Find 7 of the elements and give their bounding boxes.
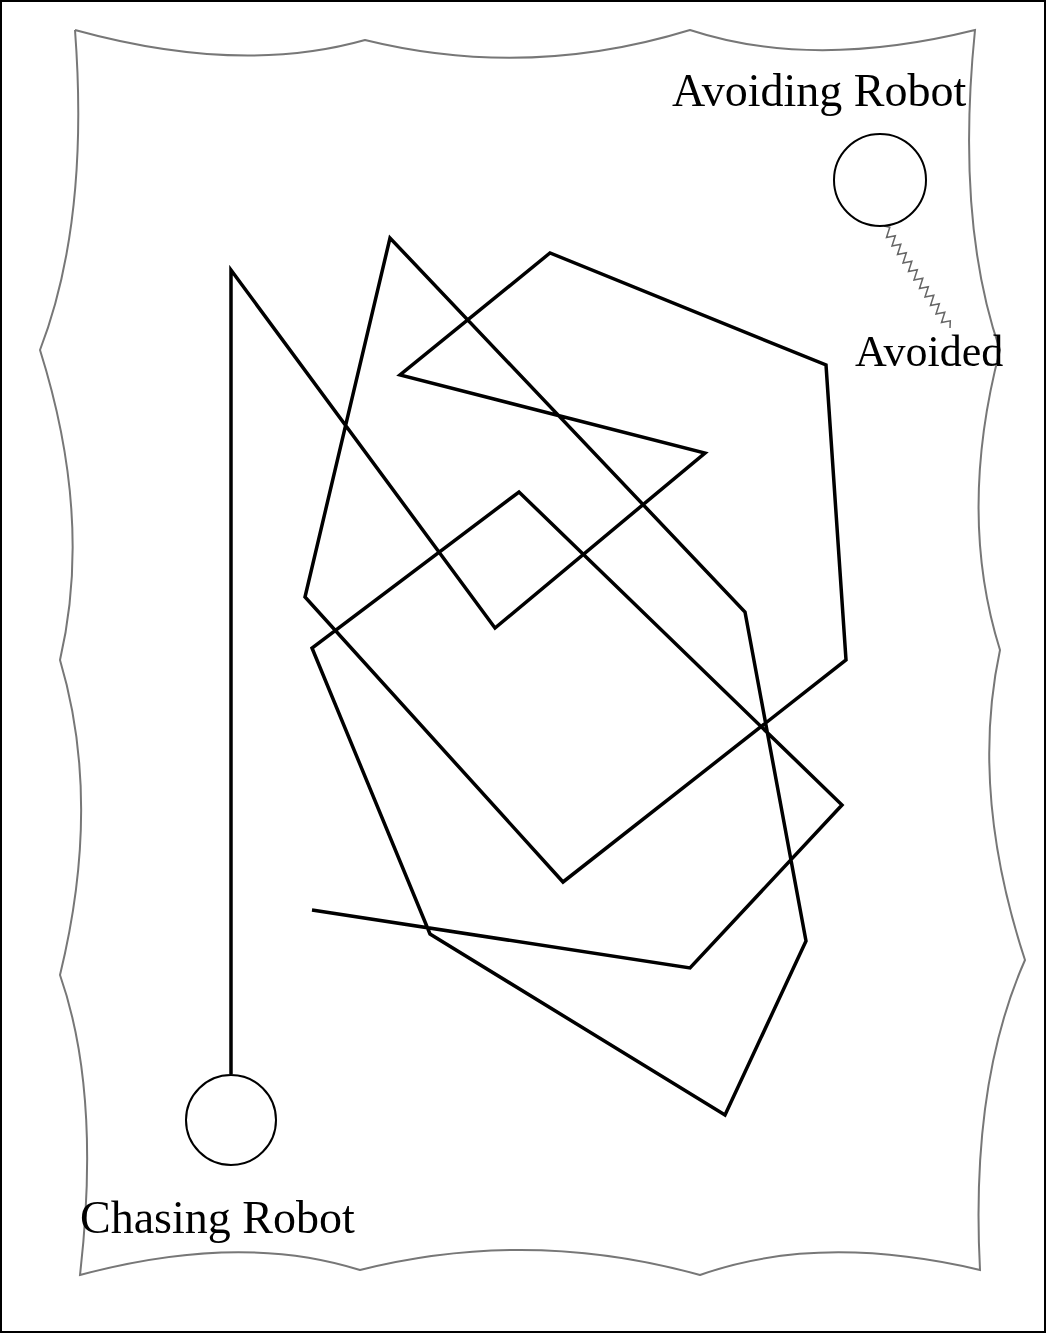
robot-label: Chasing Robot [80, 1195, 355, 1241]
robot-circle [833, 133, 927, 227]
robot-label: Avoiding Robot [672, 68, 967, 114]
robot-circle [185, 1074, 277, 1166]
connector-line [883, 225, 952, 329]
outcome-label: Avoided [855, 330, 1004, 374]
robot-path [229, 234, 848, 1118]
